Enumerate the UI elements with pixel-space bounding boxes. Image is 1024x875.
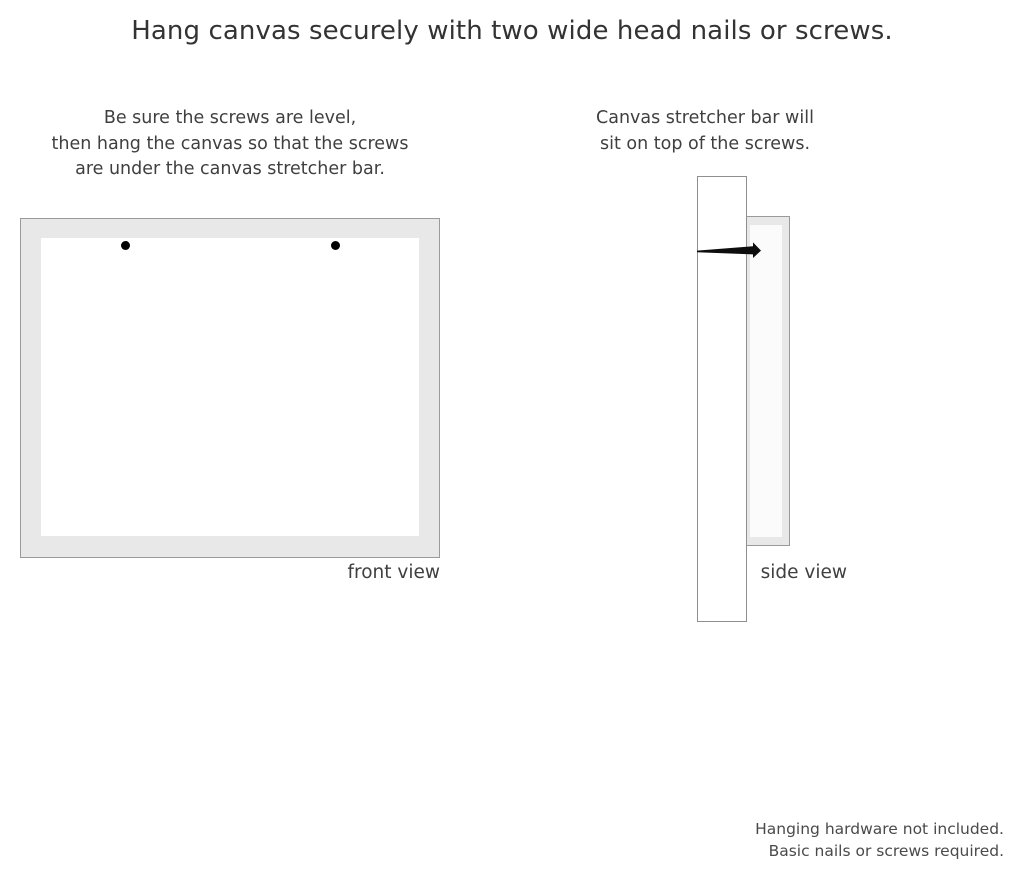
front-view-caption: Be sure the screws are level,then hang t… bbox=[51, 108, 409, 179]
canvas-face-panel bbox=[41, 238, 419, 536]
side-view-label: side view bbox=[760, 562, 847, 583]
canvas-stretcher-bar-inner bbox=[750, 225, 782, 537]
front-view-diagram bbox=[20, 218, 440, 558]
screw-head-left-icon bbox=[121, 241, 130, 250]
side-view-diagram bbox=[697, 176, 857, 626]
hardware-disclaimer: Hanging hardware not included.Basic nail… bbox=[755, 820, 1004, 860]
front-view-label: front view bbox=[347, 562, 441, 583]
screw-head-right-icon bbox=[331, 241, 340, 250]
page-title: Hang canvas securely with two wide head … bbox=[131, 16, 893, 46]
screw-side-icon bbox=[697, 242, 761, 258]
